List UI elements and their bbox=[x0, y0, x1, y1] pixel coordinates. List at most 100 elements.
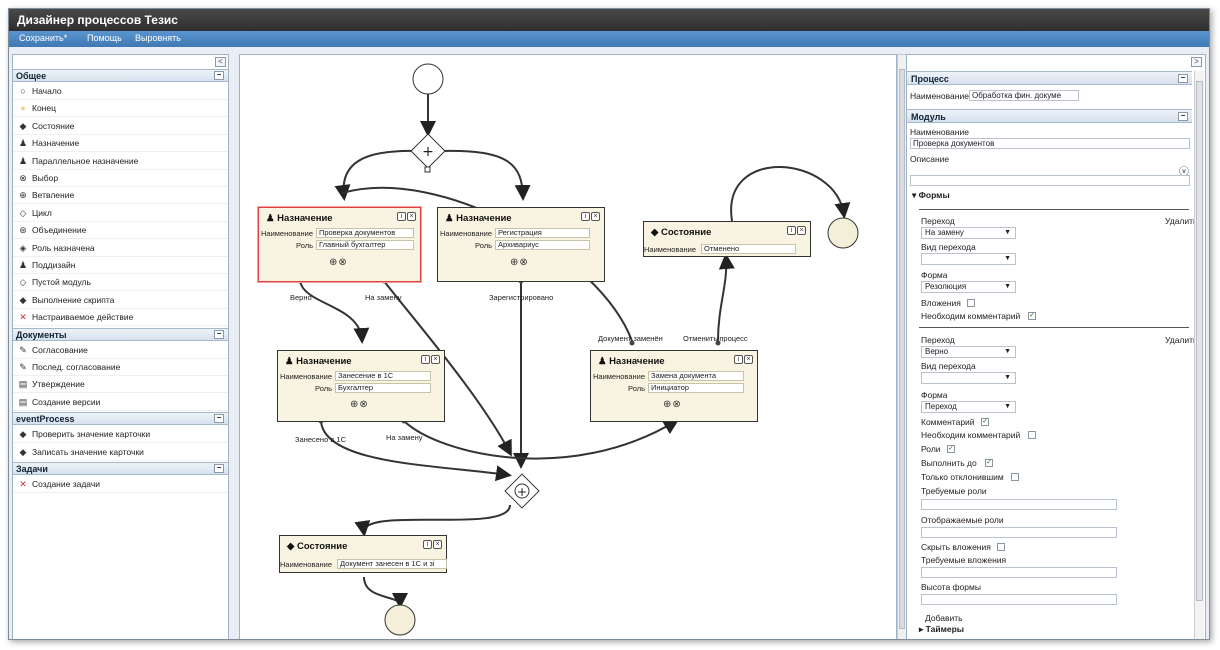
palette-group-head[interactable]: eventProcess− bbox=[13, 412, 228, 426]
module-name-input[interactable]: Проверка документов bbox=[910, 138, 1190, 149]
description-input[interactable] bbox=[910, 175, 1190, 186]
add-remove-icons[interactable]: ⊕⊗ bbox=[663, 399, 682, 410]
close-icon[interactable]: × bbox=[407, 212, 416, 221]
add-remove-icons[interactable]: ⊕⊗ bbox=[329, 257, 348, 268]
palette-item[interactable]: ♟Поддизайн bbox=[13, 257, 228, 274]
required-roles-input[interactable] bbox=[921, 499, 1117, 510]
info-icon[interactable]: i bbox=[397, 212, 406, 221]
window-title: Дизайнер процессов Тезис bbox=[9, 9, 1209, 31]
required-attachments-input[interactable] bbox=[921, 567, 1117, 578]
add-transition-link[interactable]: Добавить bbox=[925, 613, 963, 623]
transition-select[interactable]: На замену▼ bbox=[921, 227, 1016, 239]
palette-group-head[interactable]: Документы− bbox=[13, 327, 228, 341]
info-icon[interactable]: i bbox=[787, 226, 796, 235]
add-remove-icons[interactable]: ⊕⊗ bbox=[350, 399, 369, 410]
collapse-right-button[interactable]: > bbox=[1191, 57, 1202, 67]
need-comment-checkbox[interactable]: ✓ bbox=[1028, 312, 1036, 320]
expand-circle-icon[interactable]: ⓥ bbox=[1179, 167, 1189, 178]
node-role-field[interactable]: Бухгалтер bbox=[335, 383, 431, 393]
close-icon[interactable]: × bbox=[433, 540, 442, 549]
palette-item[interactable]: ⊛Объединение bbox=[13, 222, 228, 240]
node-name-field[interactable]: Занесение в 1С bbox=[335, 371, 431, 381]
form-select[interactable]: Резолюция▼ bbox=[921, 281, 1016, 293]
info-icon[interactable]: i bbox=[734, 355, 743, 364]
module-section-head[interactable]: Модуль− bbox=[907, 109, 1192, 123]
need-comment-checkbox[interactable] bbox=[1028, 431, 1036, 439]
info-icon[interactable]: i bbox=[581, 212, 590, 221]
node-role-field[interactable]: Главный бухгалтер bbox=[316, 240, 414, 250]
palette-item[interactable]: ▤Создание версии bbox=[13, 394, 228, 411]
palette-item[interactable]: ●Конец bbox=[13, 100, 228, 118]
process-section-head[interactable]: Процесс− bbox=[907, 71, 1192, 85]
node-role-field[interactable]: Архивариус bbox=[495, 240, 590, 250]
close-icon[interactable]: × bbox=[431, 355, 440, 364]
palette-item[interactable]: ✎Согласование bbox=[13, 342, 228, 359]
palette-group-head[interactable]: Общее− bbox=[13, 69, 228, 82]
node-assignment-entry-1c[interactable]: ♟ Назначение i× Наименование Занесение в… bbox=[277, 350, 445, 422]
displayed-roles-input[interactable] bbox=[921, 527, 1117, 538]
palette-item[interactable]: ⊗Выбор bbox=[13, 170, 228, 187]
palette-item[interactable]: ○Начало bbox=[13, 83, 228, 100]
palette-item[interactable]: ◆Состояние bbox=[13, 118, 228, 135]
only-rejected-checkbox[interactable] bbox=[1011, 473, 1019, 481]
node-assignment-registration[interactable]: ♟ Назначение i× Наименование Регистрация… bbox=[437, 207, 605, 282]
close-icon[interactable]: × bbox=[797, 226, 806, 235]
close-icon[interactable]: × bbox=[744, 355, 753, 364]
palette-item[interactable]: ◆Проверить значение карточки bbox=[13, 426, 228, 444]
node-assignment-replace-doc[interactable]: ♟ Назначение i× Наименование Замена доку… bbox=[590, 350, 758, 422]
node-name-field[interactable]: Проверка документов bbox=[316, 228, 414, 238]
collapse-left-button[interactable]: < bbox=[215, 57, 226, 67]
transition-kind-select[interactable]: ▼ bbox=[921, 253, 1016, 265]
minus-icon[interactable]: − bbox=[214, 414, 224, 424]
save-button[interactable]: Сохранить* bbox=[19, 33, 68, 43]
palette-item[interactable]: ♟Назначение bbox=[13, 135, 228, 153]
palette-group-head[interactable]: Задачи− bbox=[13, 462, 228, 475]
forms-toggle[interactable]: ▾ Формы bbox=[912, 190, 950, 200]
node-name-field[interactable]: Отменено bbox=[701, 244, 796, 254]
node-state-cancelled[interactable]: ◆ Состояние i× Наименование Отменено bbox=[643, 221, 811, 257]
form-select[interactable]: Переход▼ bbox=[921, 401, 1016, 413]
info-icon[interactable]: i bbox=[423, 540, 432, 549]
palette-item[interactable]: ▤Утверждение bbox=[13, 376, 228, 394]
palette-item[interactable]: ⊕Ветвление bbox=[13, 187, 228, 205]
hide-attachments-checkbox[interactable] bbox=[997, 543, 1005, 551]
node-role-field[interactable]: Инициатор bbox=[648, 383, 744, 393]
minus-icon[interactable]: − bbox=[214, 464, 224, 473]
diagram-canvas[interactable]: + + ♟ На bbox=[239, 54, 897, 639]
info-icon[interactable]: i bbox=[421, 355, 430, 364]
node-name-field[interactable]: Замена документа bbox=[648, 371, 744, 381]
minus-icon[interactable]: − bbox=[214, 71, 224, 80]
palette-item[interactable]: ◈Роль назначена bbox=[13, 240, 228, 257]
do-until-checkbox[interactable]: ✓ bbox=[985, 459, 993, 467]
timers-toggle[interactable]: ▸ Таймеры bbox=[919, 624, 965, 634]
node-assignment-check-docs[interactable]: ♟ Назначение i× Наименование Проверка до… bbox=[258, 207, 421, 282]
palette-item[interactable]: ✕Настраиваемое действие bbox=[13, 309, 228, 327]
roles-checkbox[interactable]: ✓ bbox=[947, 445, 955, 453]
minus-icon[interactable]: − bbox=[214, 329, 224, 339]
palette-item[interactable]: ◇Цикл bbox=[13, 205, 228, 222]
palette-item[interactable]: ✕Создание задачи bbox=[13, 476, 228, 493]
node-state-entered-1c[interactable]: ◆ Состояние i× Наименование Документ зан… bbox=[279, 535, 447, 573]
add-remove-icons[interactable]: ⊕⊗ bbox=[510, 257, 529, 268]
transition-kind-select[interactable]: ▼ bbox=[921, 372, 1016, 384]
delete-transition-link[interactable]: Удалить bbox=[1165, 335, 1198, 345]
comment-checkbox[interactable]: ✓ bbox=[981, 418, 989, 426]
process-name-input[interactable]: Обработка фин. докуме bbox=[969, 90, 1079, 101]
transition-select[interactable]: Верно▼ bbox=[921, 346, 1016, 358]
attachments-checkbox[interactable] bbox=[967, 299, 975, 307]
form-height-input[interactable] bbox=[921, 594, 1117, 605]
palette-item[interactable]: ◆Записать значение карточки bbox=[13, 444, 228, 461]
palette-item[interactable]: ✎Послед. согласование bbox=[13, 359, 228, 376]
close-icon[interactable]: × bbox=[591, 212, 600, 221]
properties-scrollbar[interactable] bbox=[1194, 71, 1204, 639]
node-name-field[interactable]: Регистрация bbox=[495, 228, 590, 238]
align-button[interactable]: Выровнять bbox=[135, 33, 181, 43]
scroll-thumb[interactable] bbox=[1196, 81, 1203, 601]
scroll-thumb[interactable] bbox=[899, 69, 905, 629]
help-button[interactable]: Помощь bbox=[87, 33, 122, 43]
node-name-field[interactable]: Документ занесен в 1С и зі bbox=[337, 559, 447, 569]
palette-item[interactable]: ♟Параллельное назначение bbox=[13, 153, 228, 170]
delete-transition-link[interactable]: Удалить bbox=[1165, 216, 1198, 226]
palette-item[interactable]: ◆Выполнение скрипта bbox=[13, 292, 228, 309]
palette-item[interactable]: ◇Пустой модуль bbox=[13, 274, 228, 292]
